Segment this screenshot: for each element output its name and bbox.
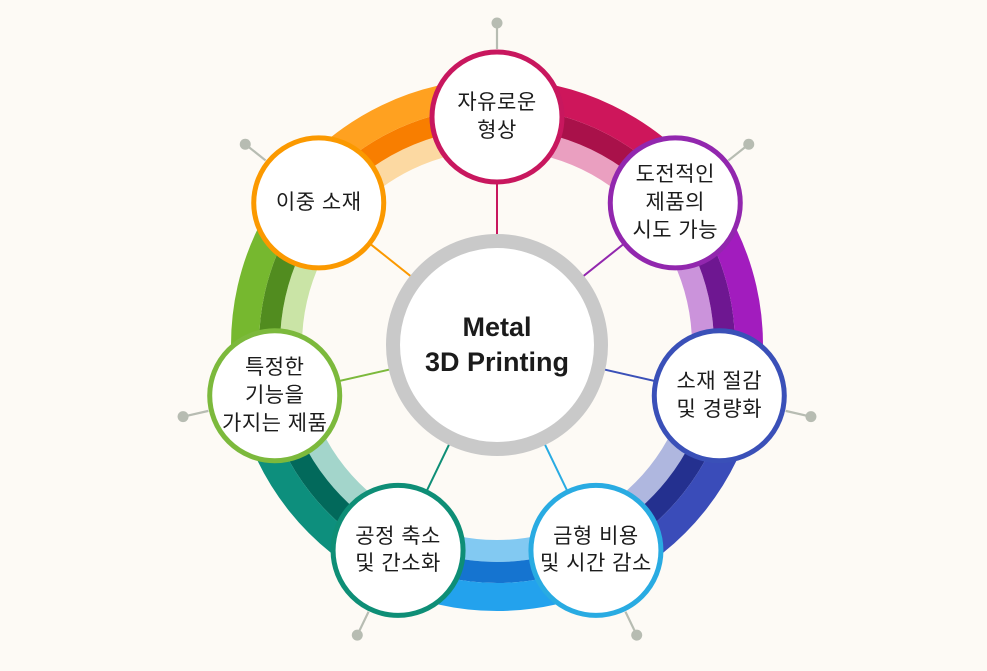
node-circle-specific-function-products [207, 328, 343, 464]
pin-dot-specific-function-products [177, 411, 189, 423]
node-circle-free-form-shape [429, 49, 565, 185]
center-hub-ring [386, 234, 608, 456]
node-circle-material-saving [651, 328, 787, 464]
node-circle-challenging-products [607, 135, 743, 271]
node-circle-mold-cost-time-reduction [528, 482, 664, 618]
pin-dot-mold-cost-time-reduction [631, 629, 643, 641]
pin-dot-process-simplification [351, 629, 363, 641]
pin-dot-material-saving [805, 411, 817, 423]
pin-dot-dual-material [239, 138, 251, 150]
pin-dot-free-form-shape [491, 17, 503, 29]
node-circle-process-simplification [330, 482, 466, 618]
pin-dot-challenging-products [743, 138, 755, 150]
node-circle-dual-material [251, 135, 387, 271]
